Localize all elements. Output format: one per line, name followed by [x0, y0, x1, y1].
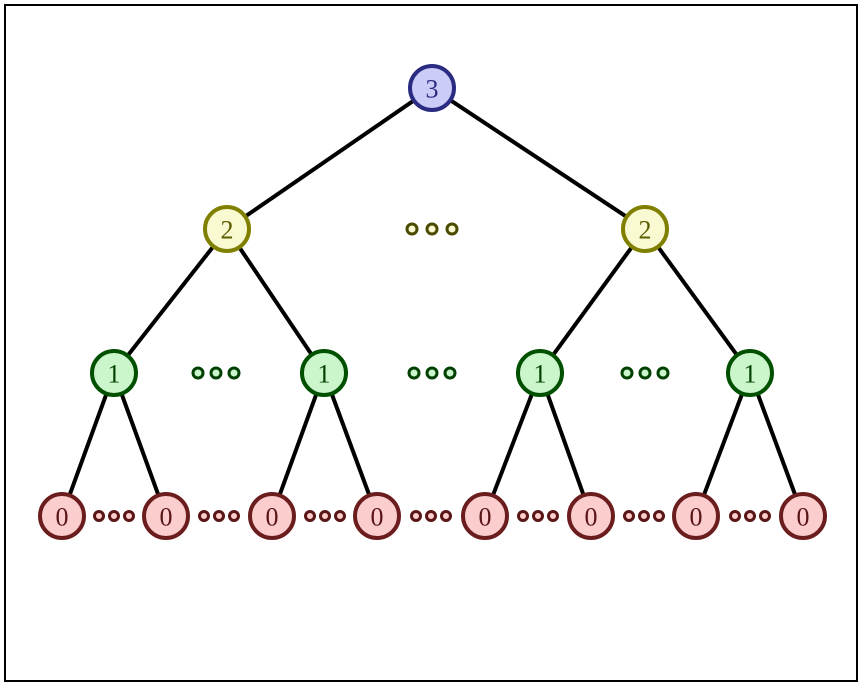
leaf-0-8[interactable]: 0	[779, 492, 827, 540]
leaf-0-3-circle[interactable]	[248, 492, 296, 540]
ellipsis-leaf-1	[93, 510, 135, 522]
leaf-0-4-circle[interactable]	[353, 492, 401, 540]
leaf-0-5[interactable]: 0	[461, 492, 509, 540]
leaf-0-1-circle[interactable]	[38, 492, 86, 540]
leaf-0-2[interactable]: 0	[142, 492, 190, 540]
node-2-right-circle[interactable]	[621, 205, 669, 253]
ellipsis-leaf-7-dot	[744, 510, 756, 522]
figure-border	[4, 4, 858, 682]
ellipsis-leaf-2	[198, 510, 240, 522]
ellipsis-level-2	[405, 222, 459, 236]
edge-2right-to-1d	[655, 243, 740, 359]
node-1-d-circle[interactable]	[726, 349, 774, 397]
ellipsis-level-1-a-dot	[227, 366, 241, 380]
root-node-3-circle[interactable]	[408, 64, 456, 112]
edge-1c-to-leaf6	[544, 391, 587, 498]
leaf-0-5-circle[interactable]	[461, 492, 509, 540]
ellipsis-leaf-6-dot	[623, 510, 635, 522]
ellipsis-leaf-3-dot	[334, 510, 346, 522]
node-1-a-circle[interactable]	[90, 349, 138, 397]
node-2-right[interactable]: 2	[621, 205, 669, 253]
ellipsis-leaf-3	[304, 510, 346, 522]
edge-1b-to-leaf3	[276, 391, 320, 498]
ellipsis-level-1-c-dot	[656, 366, 670, 380]
edge-2left-to-1a	[124, 243, 217, 359]
node-2-left[interactable]: 2	[203, 205, 251, 253]
ellipsis-leaf-6	[623, 510, 665, 522]
ellipsis-leaf-4	[410, 510, 452, 522]
leaf-0-4[interactable]: 0	[353, 492, 401, 540]
edge-layer	[66, 97, 798, 499]
leaf-0-3[interactable]: 0	[248, 492, 296, 540]
leaf-0-6[interactable]: 0	[567, 492, 615, 540]
ellipsis-leaf-6-dot	[638, 510, 650, 522]
node-1-a[interactable]: 1	[90, 349, 138, 397]
edge-root-to-2-left	[242, 97, 417, 220]
ellipsis-level-2-dot	[405, 222, 419, 236]
edge-1a-to-leaf2	[118, 391, 162, 498]
leaf-0-7-circle[interactable]	[672, 492, 720, 540]
edge-root-to-2-right	[447, 97, 630, 220]
ellipsis-level-1-b-dot	[443, 366, 457, 380]
leaf-0-7[interactable]: 0	[672, 492, 720, 540]
ellipsis-leaf-5	[517, 510, 559, 522]
ellipsis-leaf-4-dot	[410, 510, 422, 522]
ellipsis-level-1-b-dot	[425, 366, 439, 380]
ellipsis-leaf-5-dot	[517, 510, 529, 522]
ellipsis-level-1-a-dot	[191, 366, 205, 380]
ellipsis-level-1-c-dot	[638, 366, 652, 380]
edge-2right-to-1c	[550, 243, 635, 359]
ellipsis-leaf-3-dot	[304, 510, 316, 522]
node-2-left-circle[interactable]	[203, 205, 251, 253]
ellipsis-leaf-7-dot	[729, 510, 741, 522]
ellipsis-leaf-4-dot	[440, 510, 452, 522]
ellipsis-leaf-1-dot	[93, 510, 105, 522]
leaf-0-2-circle[interactable]	[142, 492, 190, 540]
node-1-b-circle[interactable]	[300, 349, 348, 397]
ellipsis-layer	[93, 222, 771, 522]
ellipsis-level-1-a	[191, 366, 241, 380]
ellipsis-leaf-4-dot	[425, 510, 437, 522]
ellipsis-leaf-2-dot	[198, 510, 210, 522]
ellipsis-leaf-6-dot	[653, 510, 665, 522]
ellipsis-level-2-dot	[425, 222, 439, 236]
edge-2left-to-1b	[236, 244, 315, 358]
edge-1c-to-leaf5	[490, 390, 535, 499]
ellipsis-leaf-7-dot	[759, 510, 771, 522]
ellipsis-level-1-b-dot	[407, 366, 421, 380]
ellipsis-leaf-2-dot	[213, 510, 225, 522]
ellipsis-leaf-1-dot	[123, 510, 135, 522]
ellipsis-level-1-c	[620, 366, 670, 380]
root-node-3[interactable]: 3	[408, 64, 456, 112]
node-1-c-circle[interactable]	[516, 349, 564, 397]
edge-1d-to-leaf8	[755, 391, 798, 498]
node-1-b[interactable]: 1	[300, 349, 348, 397]
ellipsis-level-1-c-dot	[620, 366, 634, 380]
node-1-c[interactable]: 1	[516, 349, 564, 397]
ellipsis-level-1-a-dot	[209, 366, 223, 380]
ellipsis-level-1-b	[407, 366, 457, 380]
leaf-0-8-circle[interactable]	[779, 492, 827, 540]
ellipsis-leaf-2-dot	[228, 510, 240, 522]
ellipsis-leaf-5-dot	[547, 510, 559, 522]
edge-1a-to-leaf1	[66, 391, 110, 498]
ellipsis-leaf-7	[729, 510, 771, 522]
edge-1b-to-leaf4	[329, 391, 372, 498]
leaf-0-1[interactable]: 0	[38, 492, 86, 540]
ellipsis-level-2-dot	[445, 222, 459, 236]
leaf-0-6-circle[interactable]	[567, 492, 615, 540]
edge-1d-to-leaf7	[701, 391, 745, 498]
node-1-d[interactable]: 1	[726, 349, 774, 397]
ellipsis-leaf-5-dot	[532, 510, 544, 522]
ellipsis-leaf-3-dot	[319, 510, 331, 522]
ellipsis-leaf-1-dot	[108, 510, 120, 522]
